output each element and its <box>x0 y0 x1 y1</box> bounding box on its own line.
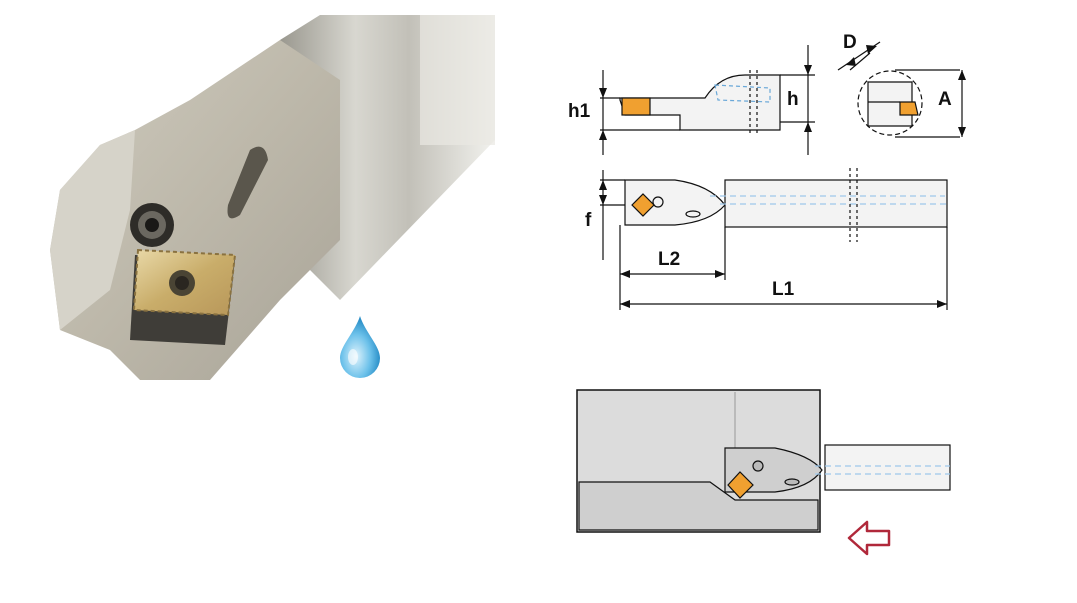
dim-label-L1: L1 <box>772 279 795 300</box>
arrow-left-outline-icon <box>847 520 891 556</box>
dimension-drawing <box>599 41 966 310</box>
dimension-arrows <box>599 45 966 308</box>
dim-label-L2: L2 <box>658 249 681 270</box>
coolant-drop-icon <box>340 316 380 378</box>
tool-photo <box>50 15 495 380</box>
end-view <box>837 41 963 138</box>
tool-head <box>50 40 340 380</box>
dim-label-D: D <box>843 32 857 53</box>
dim-label-A: A <box>938 89 952 110</box>
insert-photo <box>130 248 237 345</box>
clamp-screw-photo <box>130 203 174 247</box>
dim-label-f: f <box>585 210 592 231</box>
top-view <box>600 168 950 310</box>
boring-bar <box>724 444 951 499</box>
side-view <box>600 45 815 155</box>
dim-label-h: h <box>787 89 799 110</box>
machining-setup-diagram <box>576 389 951 533</box>
dim-label-h1: h1 <box>568 101 591 122</box>
